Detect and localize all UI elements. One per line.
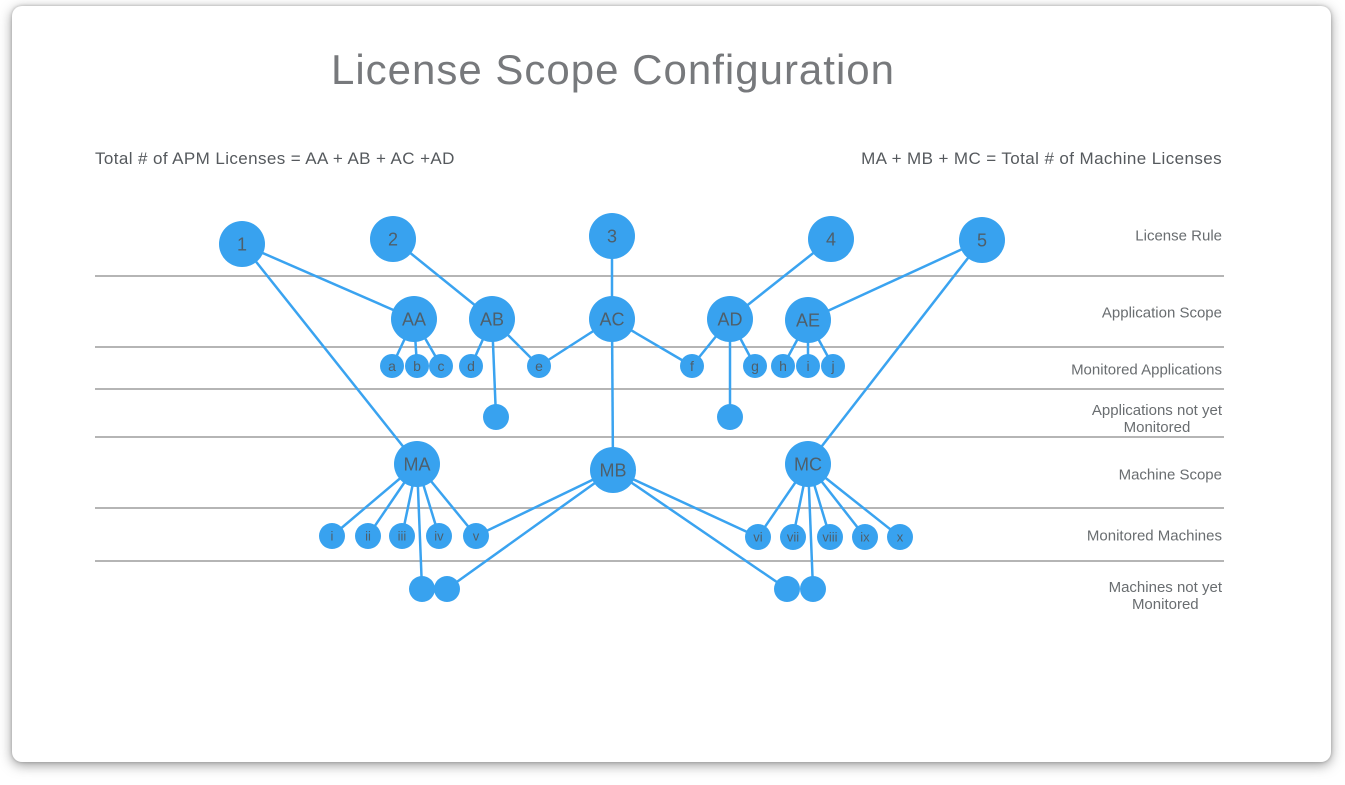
node-h-label: h [779,358,787,374]
node-c-label: c [438,358,445,374]
edge-1-AA [241,242,415,321]
node-m_v-label: v [473,529,480,544]
node-AD-circle [707,296,753,342]
node-mach_u2-circle [434,576,460,602]
node-m_iii-circle [389,523,415,549]
node-m_iv-label: iv [434,529,444,544]
node-2-label: 2 [388,229,398,249]
node-d-label: d [467,358,475,374]
row-label: Monitored Machines [1086,527,1222,545]
node-AE-circle [785,297,831,343]
node-1-label: 1 [237,234,247,254]
node-m_x-label: x [897,530,904,545]
node-AA-label: AA [402,309,426,329]
row-label: Machines not yet Monitored [1108,579,1222,613]
node-MA-circle [394,441,440,487]
node-1-circle [219,221,265,267]
row-label: Application Scope [1101,304,1222,322]
node-mach_u1-circle [409,576,435,602]
node-i-label: i [806,358,809,374]
node-AE-label: AE [796,310,820,330]
node-3-label: 3 [607,226,617,246]
node-a-circle [380,354,404,378]
node-m_ii-circle [355,523,381,549]
node-g-circle [743,354,767,378]
node-m_viii-circle [817,524,843,550]
node-m_vi-label: vi [753,530,763,545]
edge-MB-mach_u3 [612,468,788,591]
apm-license-formula: Total # of APM Licenses = AA + AB + AC +… [95,149,455,168]
node-AC-circle [589,296,635,342]
machine-license-formula: MA + MB + MC = Total # of Machine Licens… [861,149,1222,168]
node-app_u2-circle [717,404,743,430]
edge-AC-MB [610,318,615,471]
node-j-circle [821,354,845,378]
node-e-circle [527,354,551,378]
node-AD-label: AD [717,309,742,329]
node-f-label: f [690,358,694,374]
node-g-label: g [751,358,759,374]
node-mach_u4-circle [800,576,826,602]
node-5-circle [959,217,1005,263]
node-f-circle [680,354,704,378]
node-m_x-circle [887,524,913,550]
node-2-circle [370,216,416,262]
page-title: License Scope Configuration [330,46,896,93]
edge-1-MA [241,243,418,465]
node-m_iv-circle [426,523,452,549]
node-c-circle [429,354,453,378]
row-label: Machine Scope [1118,466,1222,484]
node-m_i-circle [319,523,345,549]
node-h-circle [771,354,795,378]
edge-5-AE [807,238,983,322]
node-a-label: a [388,358,396,374]
node-m_iii-label: iii [398,529,407,544]
node-m_ii-label: ii [365,529,371,544]
diagram-card [12,6,1331,762]
node-MB-label: MB [600,460,627,480]
node-AB-circle [469,296,515,342]
node-4-label: 4 [826,229,836,249]
node-m_i-label: i [331,529,334,544]
node-m_vi-circle [745,524,771,550]
node-m_vii-circle [780,524,806,550]
node-AC-label: AC [599,309,624,329]
edge-MB-m_v [475,468,614,538]
row-label: Monitored Applications [1071,361,1222,379]
node-MB-circle [590,447,636,493]
node-3-circle [589,213,635,259]
node-AB-label: AB [480,309,504,329]
node-i-circle [796,354,820,378]
node-mach_u3-circle [774,576,800,602]
node-j-label: j [830,358,834,374]
node-m_ix-label: ix [860,530,870,545]
node-m_ix-circle [852,524,878,550]
edge-MB-m_vi [612,468,759,539]
node-MC-circle [785,441,831,487]
node-MC-label: MC [794,454,822,474]
edge-5-MC [807,239,983,465]
node-d-circle [459,354,483,378]
node-e-label: e [535,358,543,374]
node-b-label: b [413,358,421,374]
node-m_v-circle [463,523,489,549]
node-4-circle [808,216,854,262]
node-m_vii-label: vii [787,530,799,545]
node-m_viii-label: viii [822,530,837,545]
edge-MB-mach_u2 [446,468,614,591]
node-b-circle [405,354,429,378]
node-5-label: 5 [977,230,987,250]
row-label: Applications not yet Monitored [1091,402,1222,436]
node-app_u1-circle [483,404,509,430]
row-label: License Rule [1135,227,1222,245]
node-AA-circle [391,296,437,342]
node-MA-label: MA [404,454,431,474]
